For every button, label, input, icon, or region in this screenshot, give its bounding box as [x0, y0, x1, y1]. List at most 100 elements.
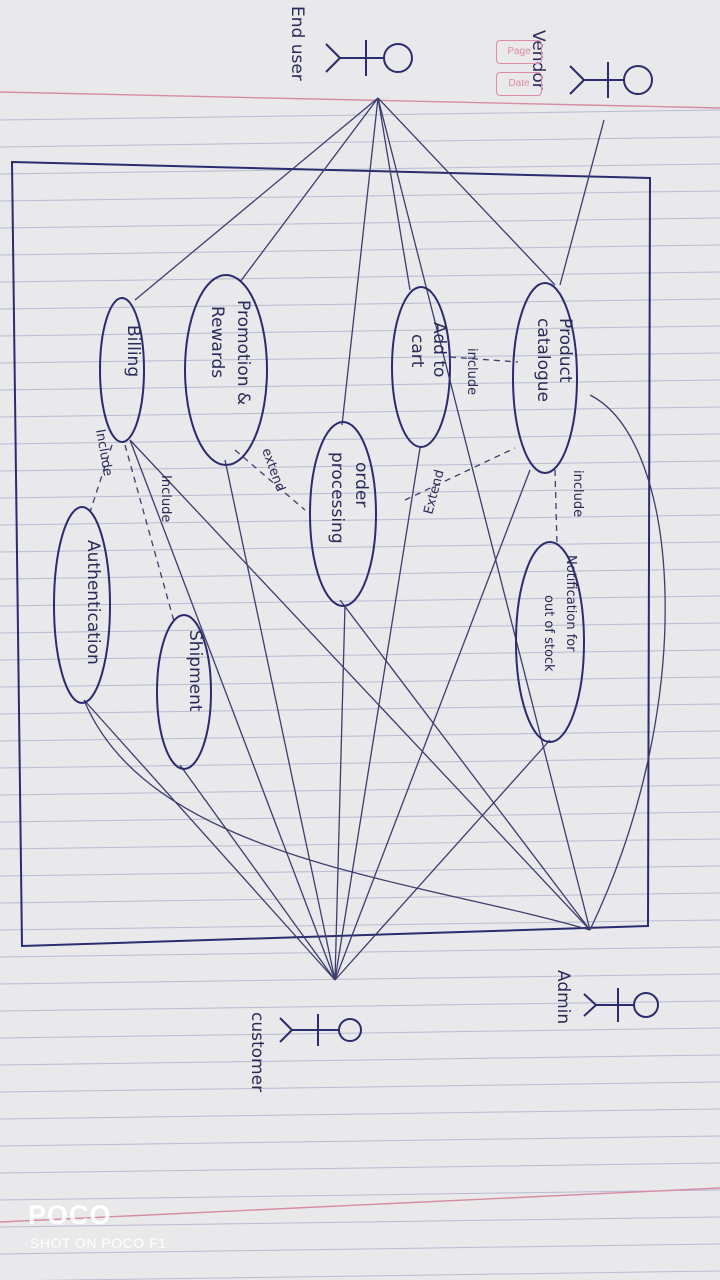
- billing-ellipse: [99, 297, 145, 443]
- ruled-line: [0, 676, 720, 688]
- add-to-cart-ellipse: [391, 286, 451, 448]
- association-line: [339, 599, 591, 931]
- ruled-line: [0, 892, 720, 904]
- add-to-cart-label-line2: cart: [407, 334, 427, 368]
- include-label-notification: include: [570, 470, 585, 517]
- ruled-line: [0, 406, 720, 418]
- association-line: [129, 439, 591, 931]
- association-line: [239, 97, 379, 283]
- association-line: [377, 97, 556, 286]
- authentication-label: Authentication: [83, 540, 103, 665]
- ruled-line: [0, 865, 720, 877]
- shipment-ellipse: [156, 614, 212, 770]
- actor-vendor-label: Vendor: [528, 30, 548, 90]
- shipment-label: Shipment: [185, 630, 205, 712]
- ruled-line: [0, 1054, 720, 1066]
- bottom-margin-line: [0, 1187, 720, 1223]
- ruled-line: [0, 568, 720, 580]
- association-line: [224, 459, 336, 981]
- association-line: [129, 439, 336, 981]
- camera-watermark-brand: POCO: [28, 1200, 112, 1230]
- include-line-authentication: [89, 444, 113, 513]
- product-catalogue-label-line1: Product: [555, 318, 575, 383]
- association-line: [589, 394, 666, 931]
- ruled-line: [0, 1081, 720, 1093]
- ruled-line: [0, 271, 720, 283]
- ruled-line: [0, 163, 720, 175]
- include-line-shipment: [124, 444, 176, 626]
- ruled-line: [0, 514, 720, 526]
- ruled-lines: [0, 109, 720, 1280]
- product-catalogue-label-line2: catalogue: [533, 318, 553, 402]
- ruled-line: [0, 595, 720, 607]
- order-processing-label-line2: processing: [327, 452, 347, 544]
- order-processing-ellipse: [309, 421, 377, 607]
- ruled-line: [0, 1162, 720, 1174]
- top-margin-line: [0, 91, 720, 109]
- ruled-line: [0, 460, 720, 472]
- authentication-ellipse: [53, 506, 111, 704]
- ruled-line: [0, 1108, 720, 1120]
- association-line: [334, 739, 551, 981]
- add-to-cart-label-line1: Add to: [429, 322, 449, 377]
- association-line: [179, 764, 336, 981]
- association-line: [334, 447, 421, 981]
- ruled-line: [0, 1000, 720, 1012]
- ruled-line: [0, 1243, 720, 1255]
- product-catalogue-ellipse: [512, 282, 578, 474]
- ruled-line: [0, 298, 720, 310]
- ruled-line: [0, 811, 720, 823]
- ruled-line: [0, 1216, 720, 1228]
- ruled-line: [0, 784, 720, 796]
- actor-vendor-figure: [569, 62, 653, 98]
- ruled-line: [0, 1135, 720, 1147]
- promotion-ellipse: [184, 274, 268, 466]
- include-label-shipment: Include: [158, 475, 173, 522]
- use-case-ellipses: [53, 274, 585, 770]
- association-line: [559, 119, 605, 286]
- association-line: [83, 699, 591, 931]
- include-label-cart: include: [464, 348, 479, 395]
- ruled-line: [0, 703, 720, 715]
- relation-lines: [89, 356, 558, 626]
- ruled-line: [0, 244, 720, 256]
- notification-label-line1: Notification for: [563, 555, 578, 652]
- notification-ellipse: [515, 541, 585, 743]
- association-line: [341, 97, 379, 426]
- actor-end-user-label: End user: [287, 6, 307, 81]
- system-boundary: [10, 160, 652, 948]
- association-line: [377, 97, 411, 291]
- actor-admin-label: Admin: [553, 970, 573, 1024]
- ruled-line: [0, 325, 720, 337]
- promotion-label-line1: Promotion &: [233, 300, 253, 405]
- billing-label: Billing: [123, 325, 143, 377]
- include-line-cart: [449, 356, 519, 363]
- ruled-line: [0, 838, 720, 850]
- association-line: [334, 469, 531, 981]
- ruled-line: [0, 649, 720, 661]
- ruled-line: [0, 109, 720, 121]
- ruled-line: [35, 1270, 720, 1280]
- notification-label-line2: out of stock: [541, 595, 556, 672]
- ruled-line: [0, 757, 720, 769]
- association-line: [134, 97, 379, 301]
- actor-end-user-figure: [325, 40, 413, 76]
- association-lines: [83, 97, 666, 981]
- ruled-line: [0, 622, 720, 634]
- ruled-line: [0, 190, 720, 202]
- ruled-line: [0, 1189, 720, 1201]
- ruled-line: [0, 487, 720, 499]
- extend-label-promotion: extend: [258, 446, 288, 493]
- order-processing-label-line1: order: [351, 462, 371, 507]
- ruled-line: [0, 541, 720, 553]
- ruled-line: [0, 217, 720, 229]
- camera-watermark-model: SHOT ON POCO F1: [30, 1235, 167, 1251]
- association-line: [83, 699, 336, 981]
- include-line-notification: [554, 469, 558, 546]
- actor-customer-figure: [279, 1014, 362, 1046]
- ruled-line: [0, 973, 720, 985]
- page-stamp: Page: [496, 40, 542, 64]
- extend-line-cart: [404, 447, 516, 501]
